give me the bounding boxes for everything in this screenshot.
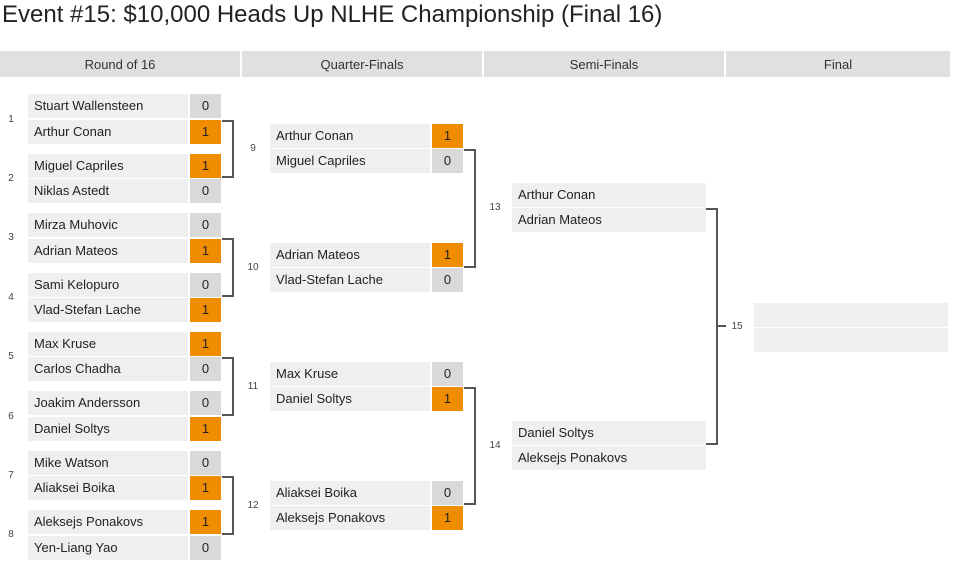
player-score: 1 xyxy=(190,120,221,144)
player-name[interactable]: Vlad-Stefan Lache xyxy=(28,298,188,322)
bracket-connector xyxy=(706,208,718,445)
player-score: 0 xyxy=(190,179,221,203)
player-score: 1 xyxy=(190,332,221,356)
player-name[interactable]: Aleksejs Ponakovs xyxy=(512,446,706,470)
match-number: 12 xyxy=(247,500,259,511)
player-name[interactable]: Daniel Soltys xyxy=(28,417,188,441)
player-score: 0 xyxy=(190,536,221,560)
match-number: 10 xyxy=(247,262,259,273)
bracket-connector xyxy=(222,357,234,416)
player-name[interactable]: Adrian Mateos xyxy=(270,243,430,267)
match-number: 2 xyxy=(8,173,14,184)
bracket-connector xyxy=(464,149,476,268)
player-score: 1 xyxy=(190,154,221,178)
match-number: 8 xyxy=(8,529,14,540)
player-score: 0 xyxy=(190,451,221,475)
player-score: 0 xyxy=(432,481,463,505)
player-name[interactable]: Mirza Muhovic xyxy=(28,213,188,237)
page-title: Event #15: $10,000 Heads Up NLHE Champio… xyxy=(2,1,663,28)
match-number: 15 xyxy=(731,321,743,332)
player-score: 1 xyxy=(190,417,221,441)
bracket-connector xyxy=(222,120,234,178)
player-score: 1 xyxy=(190,510,221,534)
player-name[interactable]: Mike Watson xyxy=(28,451,188,475)
player-name[interactable]: Carlos Chadha xyxy=(28,357,188,381)
player-score: 1 xyxy=(432,506,463,530)
player-score: 0 xyxy=(190,273,221,297)
bracket-connector xyxy=(222,476,234,535)
bracket-connector xyxy=(464,387,476,505)
player-name[interactable]: Aleksejs Ponakovs xyxy=(28,510,188,534)
match-number: 4 xyxy=(8,292,14,303)
player-name[interactable]: Max Kruse xyxy=(270,362,430,386)
player-name[interactable]: Joakim Andersson xyxy=(28,391,188,415)
header-semi-finals: Semi-Finals xyxy=(484,51,724,77)
bracket-connector xyxy=(222,238,234,297)
player-score: 0 xyxy=(190,94,221,118)
player-score: 0 xyxy=(190,213,221,237)
player-score: 0 xyxy=(432,268,463,292)
player-name[interactable]: Miguel Capriles xyxy=(270,149,430,173)
player-name[interactable]: Vlad-Stefan Lache xyxy=(270,268,430,292)
match-number: 13 xyxy=(489,202,501,213)
player-name[interactable]: Daniel Soltys xyxy=(512,421,706,445)
header-round-of-16: Round of 16 xyxy=(0,51,240,77)
match-number: 9 xyxy=(250,143,256,154)
player-name[interactable]: Aliaksei Boika xyxy=(270,481,430,505)
final-slot-top[interactable] xyxy=(754,303,948,327)
header-quarter-finals: Quarter-Finals xyxy=(242,51,482,77)
final-slot-bottom[interactable] xyxy=(754,328,948,352)
player-score: 1 xyxy=(432,124,463,148)
player-score: 1 xyxy=(190,239,221,263)
player-score: 1 xyxy=(190,476,221,500)
player-name[interactable]: Arthur Conan xyxy=(270,124,430,148)
player-name[interactable]: Arthur Conan xyxy=(512,183,706,207)
player-name[interactable]: Miguel Capriles xyxy=(28,154,188,178)
match-number: 6 xyxy=(8,411,14,422)
player-score: 1 xyxy=(190,298,221,322)
player-name[interactable]: Sami Kelopuro xyxy=(28,273,188,297)
header-final: Final xyxy=(726,51,950,77)
player-name[interactable]: Yen-Liang Yao xyxy=(28,536,188,560)
player-score: 0 xyxy=(432,149,463,173)
match-number: 7 xyxy=(8,470,14,481)
player-name[interactable]: Adrian Mateos xyxy=(28,239,188,263)
player-score: 0 xyxy=(432,362,463,386)
player-score: 1 xyxy=(432,387,463,411)
player-name[interactable]: Adrian Mateos xyxy=(512,208,706,232)
player-score: 0 xyxy=(190,391,221,415)
player-score: 0 xyxy=(190,357,221,381)
player-name[interactable]: Aliaksei Boika xyxy=(28,476,188,500)
player-name[interactable]: Max Kruse xyxy=(28,332,188,356)
match-number: 14 xyxy=(489,440,501,451)
player-name[interactable]: Aleksejs Ponakovs xyxy=(270,506,430,530)
player-name[interactable]: Arthur Conan xyxy=(28,120,188,144)
bracket-connector-tick xyxy=(718,325,726,327)
player-name[interactable]: Niklas Astedt xyxy=(28,179,188,203)
match-number: 11 xyxy=(247,381,259,392)
match-number: 5 xyxy=(8,351,14,362)
player-score: 1 xyxy=(432,243,463,267)
match-number: 1 xyxy=(8,114,14,125)
player-name[interactable]: Daniel Soltys xyxy=(270,387,430,411)
match-number: 3 xyxy=(8,232,14,243)
player-name[interactable]: Stuart Wallensteen xyxy=(28,94,188,118)
